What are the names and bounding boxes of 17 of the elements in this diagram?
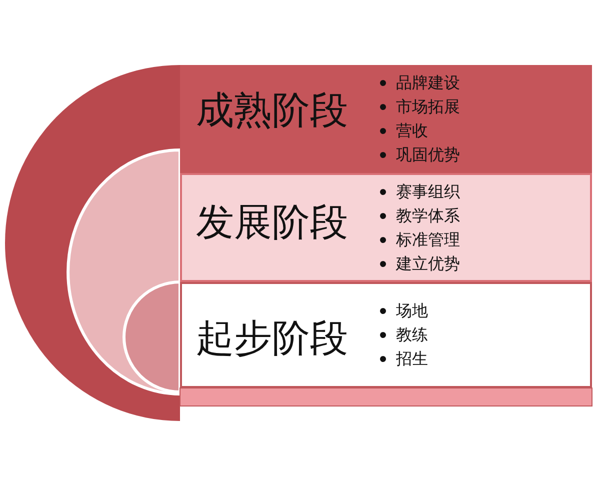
bullet-item: 品牌建设	[396, 73, 460, 92]
bullet-item: 建立优势	[396, 254, 460, 273]
stage-band	[180, 173, 592, 282]
bullet-item: 场地	[396, 301, 428, 320]
bullet-item: 教学体系	[396, 206, 460, 225]
bullet-item: 巩固优势	[396, 145, 460, 164]
bullet-item: 营收	[396, 121, 428, 140]
stage-band	[180, 65, 592, 173]
bullet-item: 教练	[396, 325, 428, 344]
stage-title: 发展阶段	[196, 203, 348, 241]
bullet-item: 标准管理	[396, 230, 460, 249]
stage-band	[180, 282, 592, 388]
bullet-item: 市场拓展	[396, 97, 460, 116]
bullet-item: 招生	[396, 349, 428, 368]
stage-title: 起步阶段	[196, 319, 348, 357]
bullet-item: 赛事组织	[396, 182, 460, 201]
stage-title: 成熟阶段	[196, 91, 348, 129]
